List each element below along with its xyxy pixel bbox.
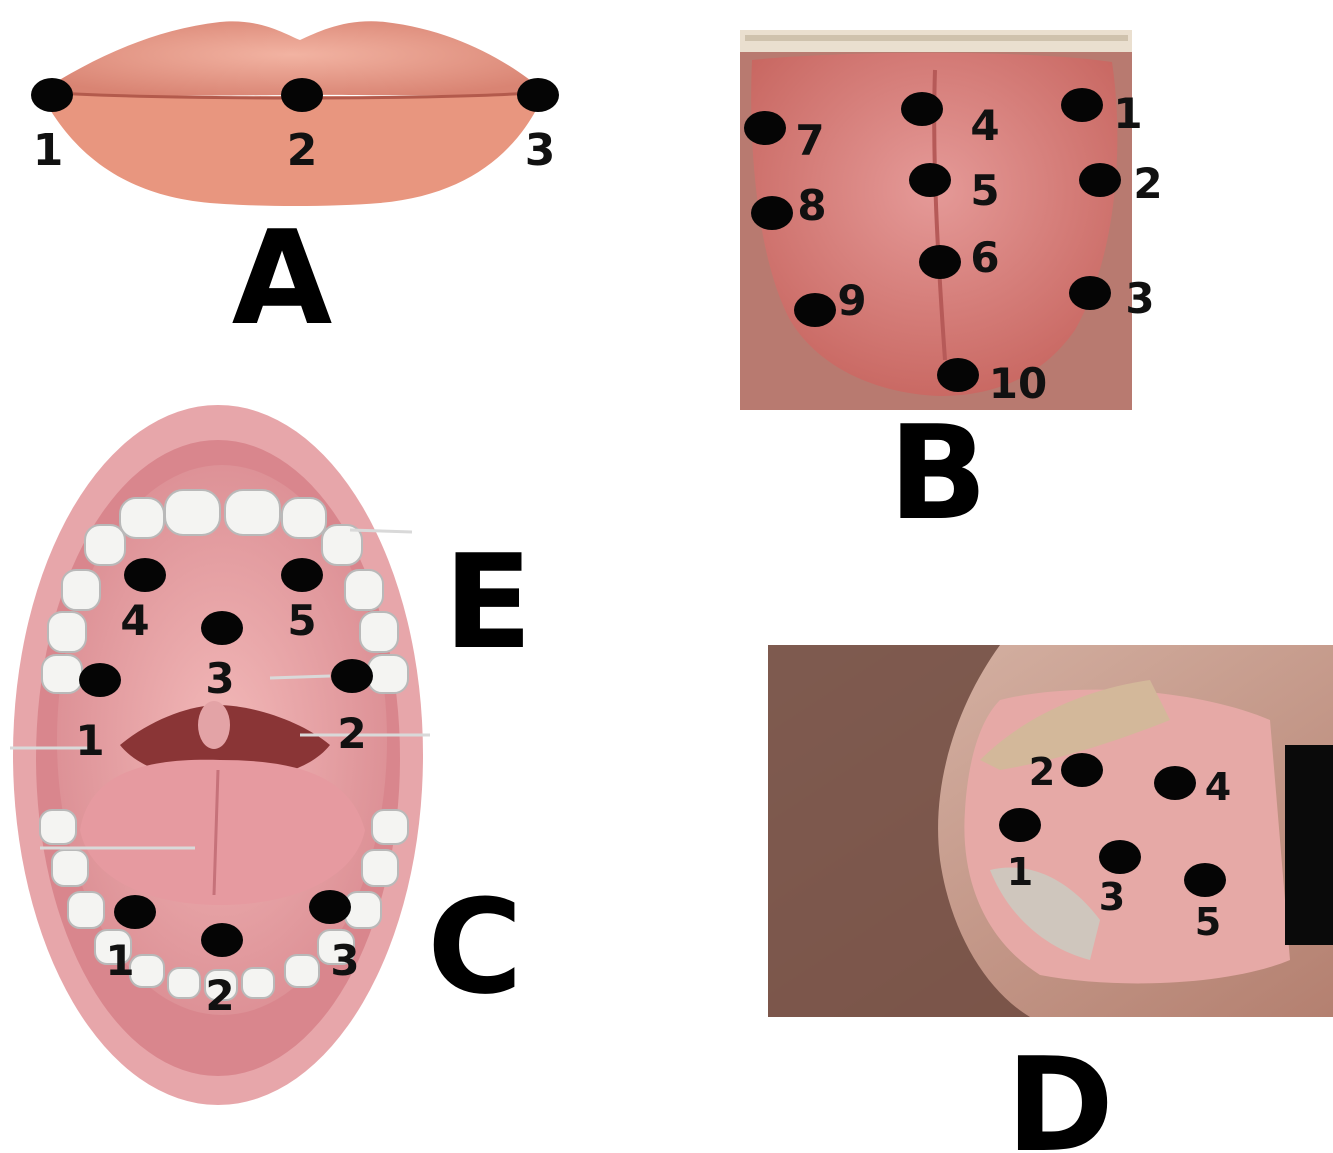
site-label-b-6: 6 xyxy=(970,233,999,282)
site-dot-b-1 xyxy=(1061,88,1103,122)
site-label-d-5: 5 xyxy=(1195,900,1221,944)
site-dot-b-10 xyxy=(937,358,979,392)
site-dot-a-3 xyxy=(517,78,559,112)
site-label-a-1: 1 xyxy=(33,125,64,176)
site-label-c-2: 2 xyxy=(205,971,234,1020)
site-dot-a-2 xyxy=(281,78,323,112)
site-dot-d-4 xyxy=(1154,766,1196,800)
panel-letter-b: B xyxy=(888,397,987,549)
site-dot-d-5 xyxy=(1184,863,1226,897)
site-label-b-10: 10 xyxy=(989,359,1047,408)
site-dot-c-2 xyxy=(201,923,243,957)
site-label-e-3: 3 xyxy=(205,654,234,703)
site-dot-b-8 xyxy=(751,196,793,230)
site-label-b-1: 1 xyxy=(1113,89,1142,138)
site-dot-e-3 xyxy=(201,611,243,645)
site-dot-d-2 xyxy=(1061,753,1103,787)
site-dot-d-1 xyxy=(999,808,1041,842)
site-dot-e-2 xyxy=(331,659,373,693)
site-label-b-2: 2 xyxy=(1133,159,1162,208)
site-dot-c-1 xyxy=(114,895,156,929)
site-label-b-8: 8 xyxy=(797,181,826,230)
panel-letter-a: A xyxy=(232,202,333,354)
site-label-e-5: 5 xyxy=(287,596,316,645)
site-label-e-4: 4 xyxy=(120,596,149,645)
site-dot-e-1 xyxy=(79,663,121,697)
site-label-d-2: 2 xyxy=(1029,750,1055,794)
site-dot-b-2 xyxy=(1079,163,1121,197)
panel-letter-e: E xyxy=(444,526,533,678)
site-label-d-3: 3 xyxy=(1099,875,1125,919)
panel-letter-c: C xyxy=(427,871,522,1023)
site-dot-d-3 xyxy=(1099,840,1141,874)
site-dot-b-7 xyxy=(744,111,786,145)
panel-a-lips xyxy=(40,21,545,206)
panel-letter-d: D xyxy=(1006,1029,1114,1153)
site-label-c-1: 1 xyxy=(105,936,134,985)
site-label-d-1: 1 xyxy=(1007,850,1033,894)
site-dot-b-3 xyxy=(1069,276,1111,310)
site-label-c-3: 3 xyxy=(330,936,359,985)
site-dot-e-4 xyxy=(124,558,166,592)
site-label-b-4: 4 xyxy=(970,101,999,150)
site-label-a-3: 3 xyxy=(525,125,556,176)
panel-d-buccal xyxy=(768,645,1333,1017)
site-label-b-7: 7 xyxy=(795,116,824,165)
site-label-e-2: 2 xyxy=(337,709,366,758)
site-dot-c-3 xyxy=(309,890,351,924)
site-label-b-5: 5 xyxy=(970,166,999,215)
site-label-e-1: 1 xyxy=(75,716,104,765)
site-label-b-3: 3 xyxy=(1125,274,1154,323)
site-dot-b-5 xyxy=(909,163,951,197)
site-dot-b-9 xyxy=(794,293,836,327)
site-dot-b-4 xyxy=(901,92,943,126)
site-label-d-4: 4 xyxy=(1205,765,1231,809)
site-dot-e-5 xyxy=(281,558,323,592)
retractor xyxy=(1285,745,1333,945)
uvula xyxy=(198,701,230,749)
site-label-b-9: 9 xyxy=(837,276,866,325)
site-label-a-2: 2 xyxy=(287,125,318,176)
site-dot-b-6 xyxy=(919,245,961,279)
site-dot-a-1 xyxy=(31,78,73,112)
